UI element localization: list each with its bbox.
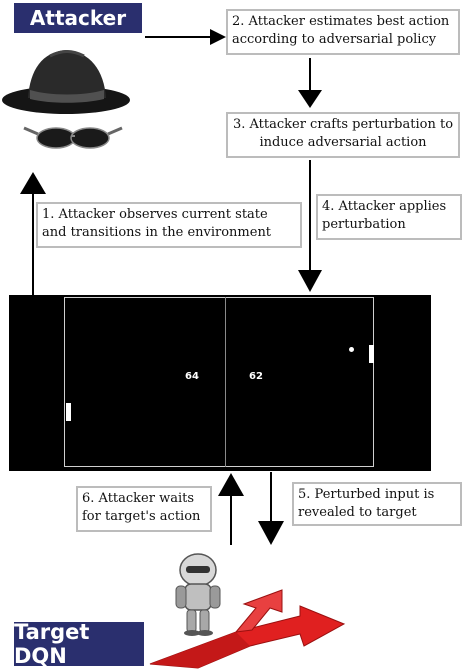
sunglasses-icon: [23, 126, 123, 149]
score-left: 64: [185, 371, 199, 382]
arrow-step2-to-step3: [298, 58, 322, 108]
step4-box: 4. Attacker applies perturbation: [316, 194, 462, 240]
arrow-screen-to-target: [258, 472, 284, 545]
target-label: Target DQN: [14, 620, 144, 668]
step1-box: 1. Attacker observes current state and t…: [36, 202, 302, 248]
game-screen: 64 62: [9, 295, 431, 471]
game-court: [64, 297, 374, 467]
ball: [349, 347, 354, 352]
step4-text: 4. Attacker applies perturbation: [322, 199, 447, 232]
step5-text: 5. Perturbed input is revealed to target: [298, 487, 435, 520]
target-label-text: Target DQN: [14, 620, 90, 668]
step6-box: 6. Attacker waits for target's action: [76, 486, 212, 532]
right-paddle: [369, 345, 374, 363]
arrow-screen-to-attacker: [20, 172, 46, 295]
robot-icon: [175, 553, 221, 636]
step3-text: 3. Attacker crafts perturbation to induc…: [232, 117, 454, 150]
branching-arrow-icon: [149, 589, 346, 669]
arrow-to-step2: [145, 29, 226, 45]
left-paddle: [66, 403, 71, 421]
arrow-target-to-screen: [218, 473, 244, 545]
step5-box: 5. Perturbed input is revealed to target: [292, 482, 462, 526]
step3-box: 3. Attacker crafts perturbation to induc…: [226, 112, 460, 158]
attacker-label-text: Attacker: [29, 6, 127, 30]
step2-box: 2. Attacker estimates best action accord…: [226, 9, 460, 55]
attacker-label: Attacker: [14, 3, 142, 33]
score-right: 62: [249, 371, 263, 382]
court-divider: [225, 297, 226, 467]
step2-text: 2. Attacker estimates best action accord…: [232, 14, 450, 47]
step6-text: 6. Attacker waits for target's action: [82, 491, 201, 524]
step1-text: 1. Attacker observes current state and t…: [42, 207, 272, 240]
spy-hat-icon: [2, 50, 130, 114]
arrow-step3-to-screen: [298, 160, 322, 292]
